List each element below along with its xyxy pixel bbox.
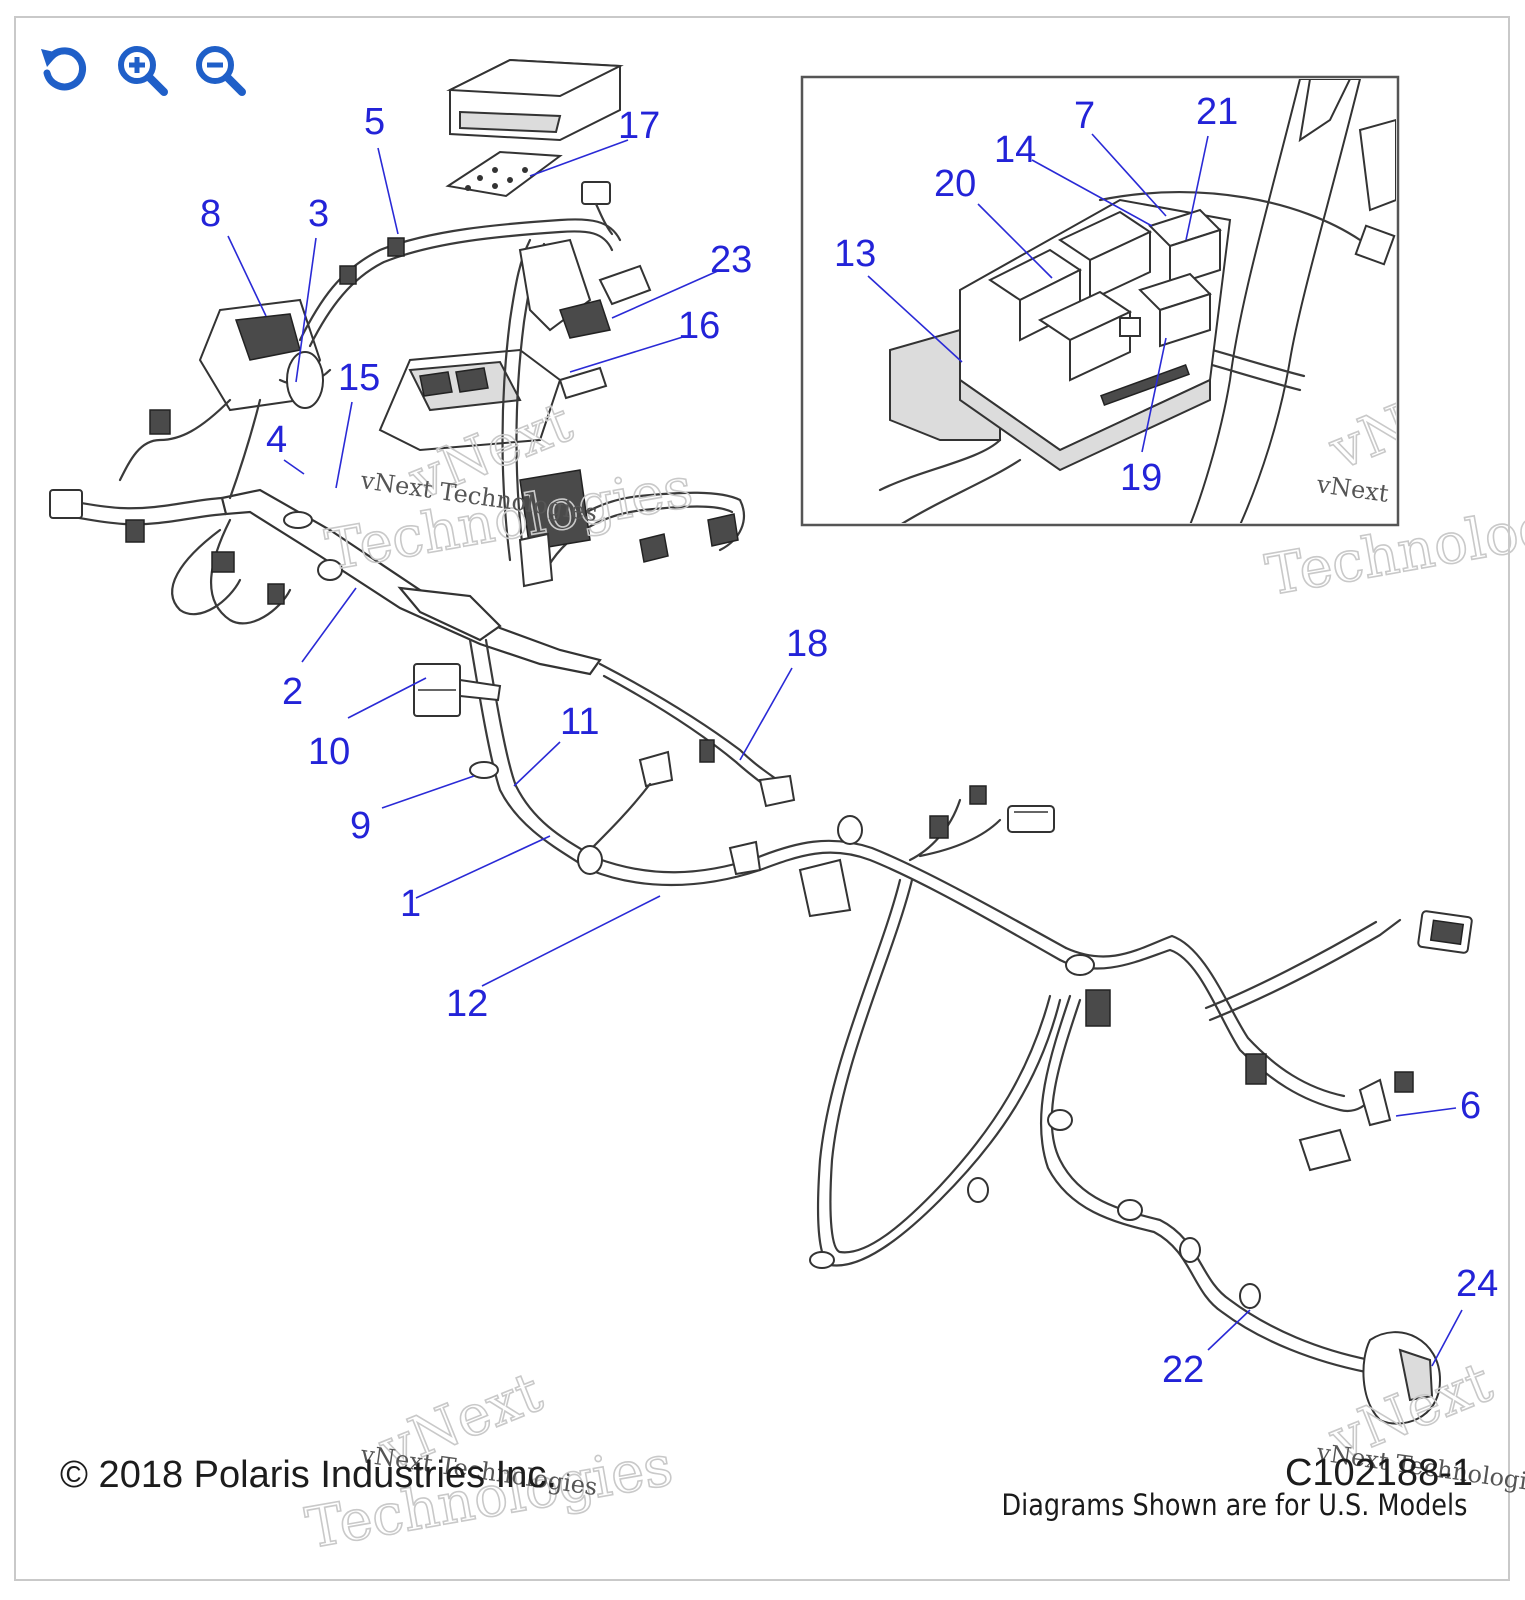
rotate-ccw-icon (41, 47, 86, 91)
watermark-large-4: Technologies (301, 1433, 677, 1561)
callout-17: 17 (618, 105, 660, 147)
callout-16: 16 (678, 305, 720, 347)
callout-21: 21 (1196, 91, 1238, 133)
callout-18: 18 (786, 623, 828, 665)
callout-8: 8 (200, 193, 221, 235)
callout-1: 1 (400, 883, 421, 925)
callout-22: 22 (1162, 1349, 1204, 1391)
callout-24: 24 (1456, 1263, 1498, 1305)
zoom-out-button[interactable] (192, 42, 248, 98)
callout-15: 15 (338, 357, 380, 399)
inset-detail: vNext vNext Technologies (800, 75, 1400, 527)
callout-14: 14 (994, 129, 1036, 171)
callout-3: 3 (308, 193, 329, 235)
callout-7: 7 (1074, 95, 1095, 137)
callout-13: 13 (834, 233, 876, 275)
callout-2: 2 (282, 671, 303, 713)
callout-12: 12 (446, 983, 488, 1025)
zoom-in-icon (118, 46, 168, 96)
callout-20: 20 (934, 163, 976, 205)
callout-9: 9 (350, 805, 371, 847)
callout-numbers: 5 17 8 3 23 16 15 4 2 10 18 11 9 1 12 6 … (200, 91, 1498, 1391)
zoom-in-button[interactable] (114, 42, 170, 98)
reset-button[interactable] (36, 42, 92, 98)
callout-10: 10 (308, 731, 350, 773)
zoom-out-icon (196, 46, 246, 96)
callout-4: 4 (266, 419, 287, 461)
callout-19: 19 (1120, 457, 1162, 499)
copyright-text: © 2018 Polaris Industries Inc. (60, 1454, 557, 1496)
callout-23: 23 (710, 239, 752, 281)
callout-6: 6 (1460, 1085, 1481, 1127)
callout-11: 11 (560, 701, 599, 743)
diagram-id: C102188-1 (1284, 1452, 1473, 1494)
callout-5: 5 (364, 101, 385, 143)
models-caption: Diagrams Shown are for U.S. Models (1001, 1488, 1467, 1522)
diagram-toolbar (36, 42, 248, 98)
leader-lines (227, 133, 1463, 1367)
harness-line-art (49, 58, 1473, 1425)
